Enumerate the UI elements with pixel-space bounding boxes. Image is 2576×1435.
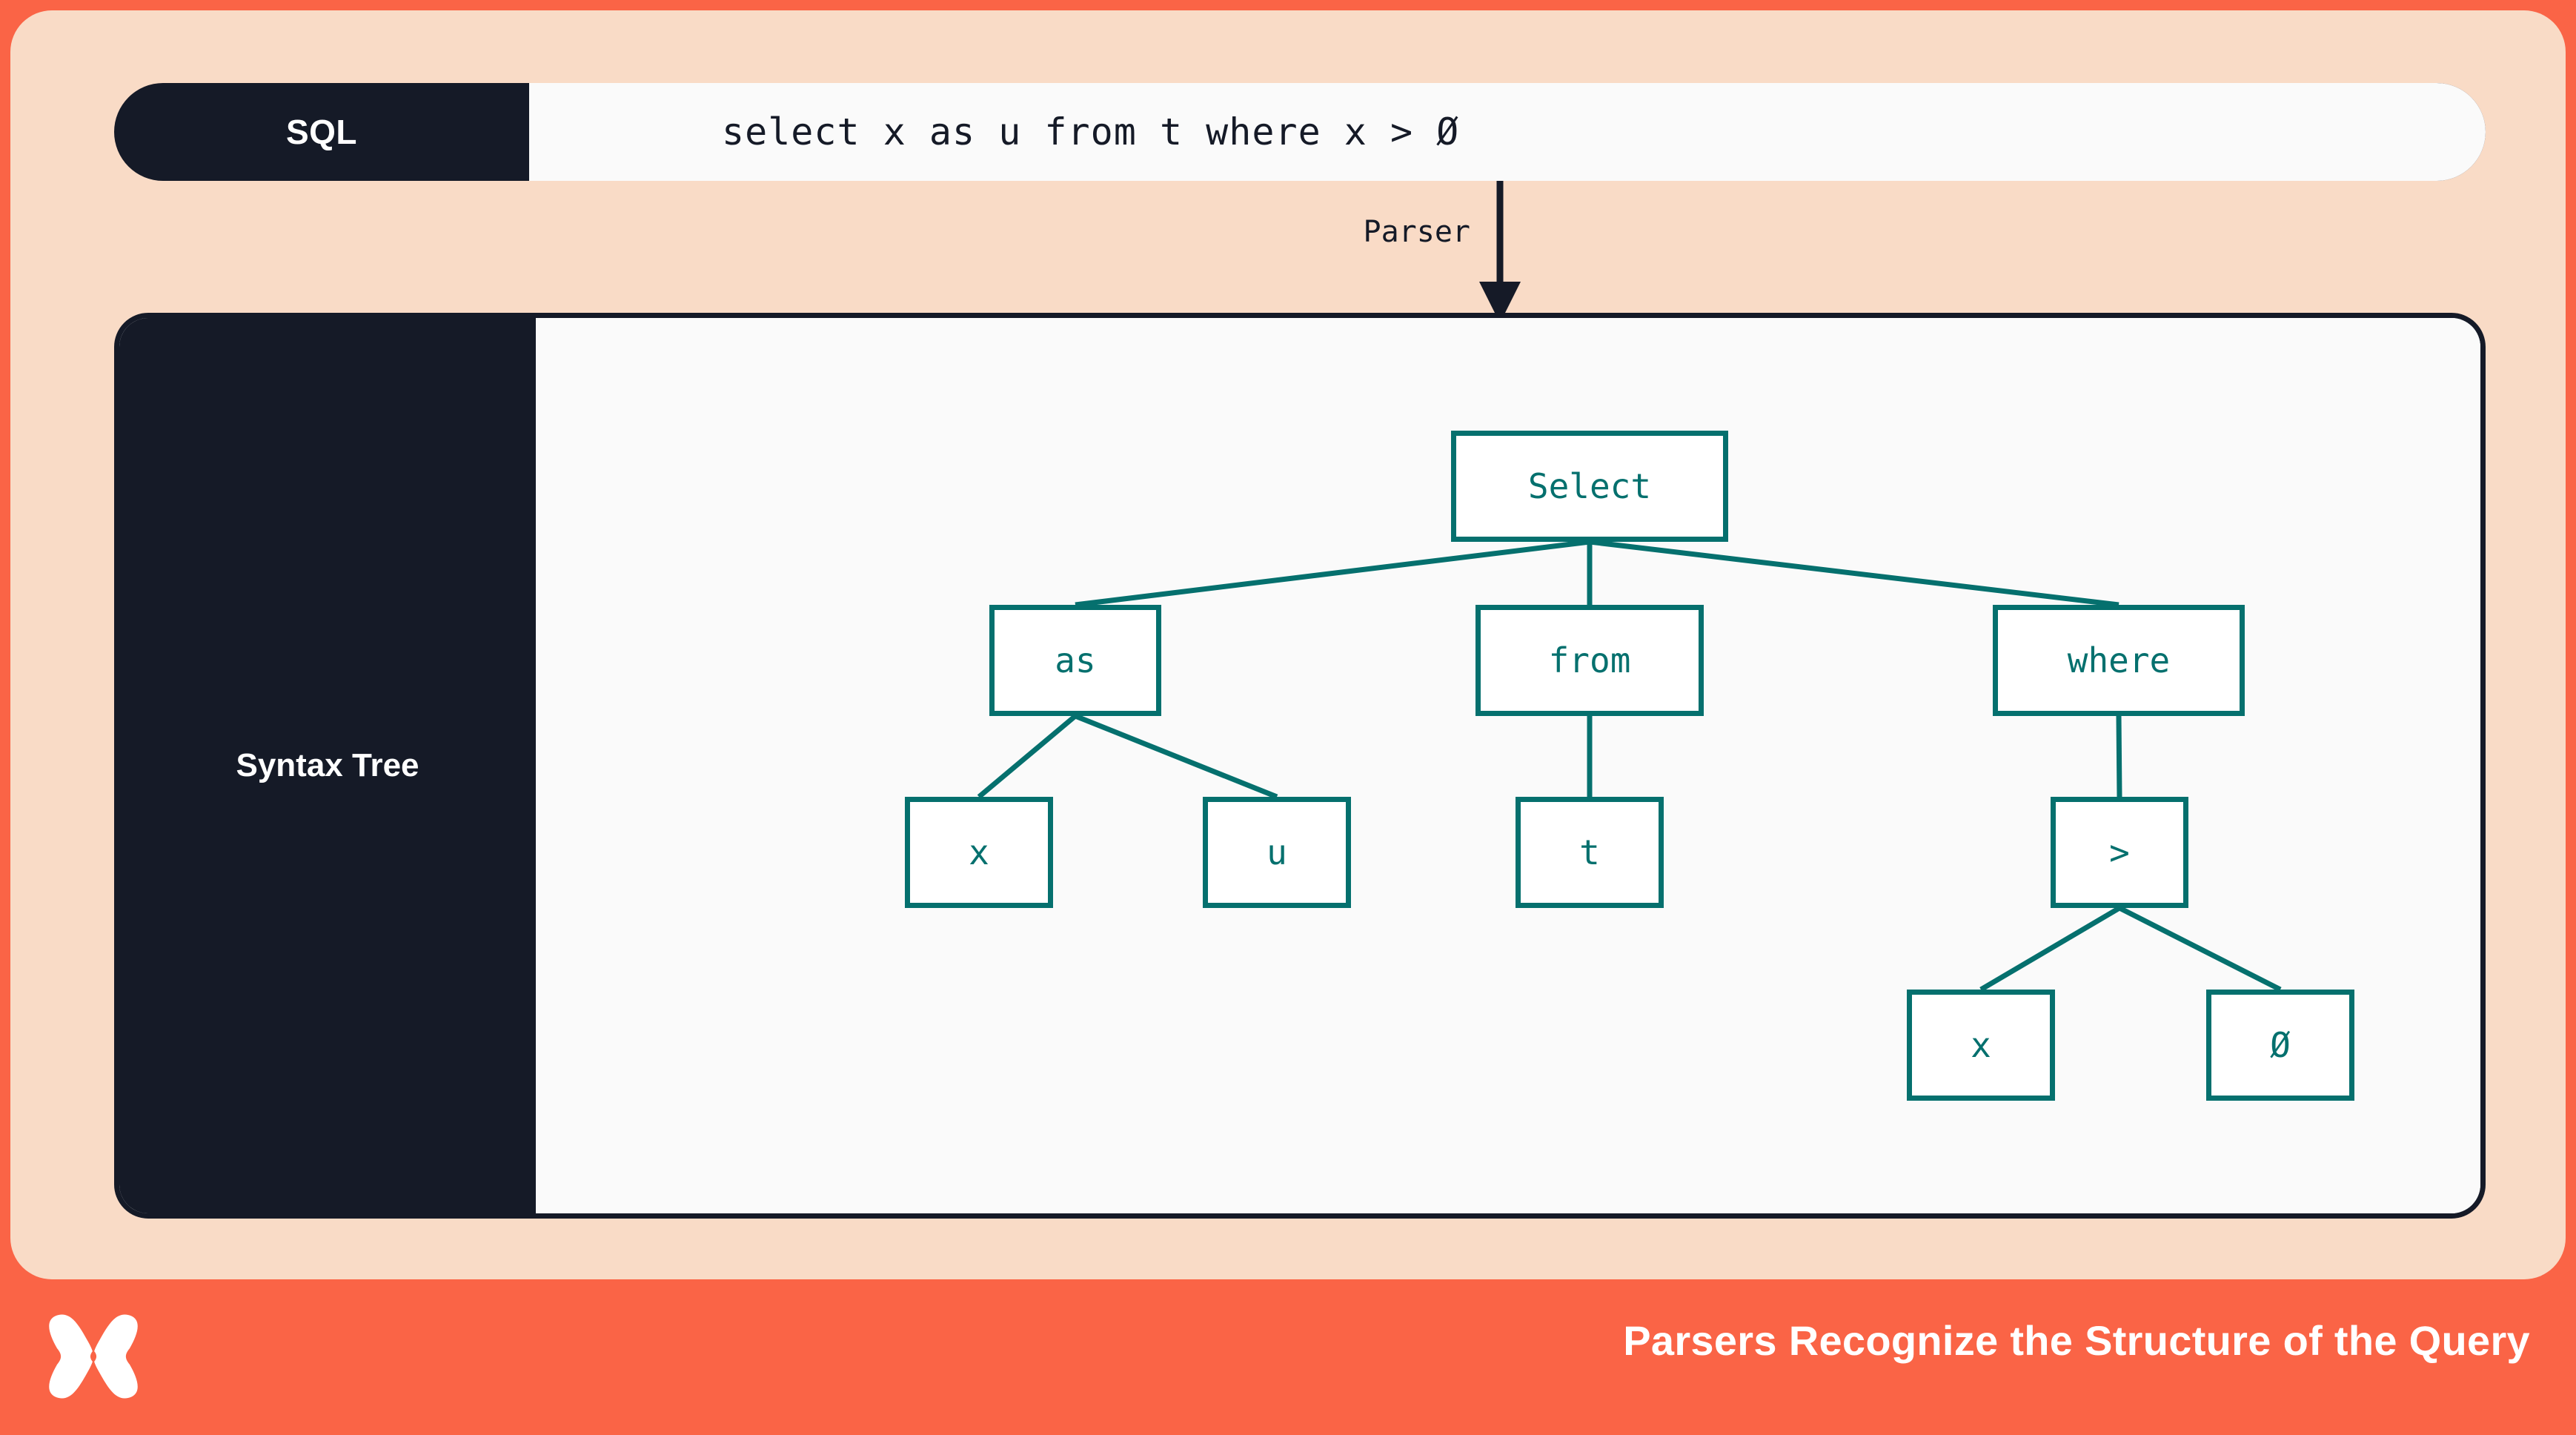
tree-node-label: x bbox=[1971, 1025, 1991, 1065]
tree-node-label: u bbox=[1267, 832, 1287, 872]
footer-bar: Parsers Recognize the Structure of the Q… bbox=[0, 1279, 2576, 1435]
tree-node-select[interactable]: Select bbox=[1451, 431, 1728, 542]
tree-node-gt[interactable]: > bbox=[2051, 797, 2188, 908]
tree-edge bbox=[1589, 539, 2119, 608]
sql-query-field[interactable]: select x as u from t where x > Ø bbox=[529, 83, 2486, 181]
tree-node-as-u[interactable]: u bbox=[1203, 797, 1351, 908]
content-panel: select x as u from t where x > Ø SQL Par… bbox=[10, 10, 2566, 1279]
tree-edge bbox=[1074, 713, 1278, 800]
tree-node-label: Ø bbox=[2270, 1025, 2291, 1065]
tree-node-gt-x[interactable]: x bbox=[1907, 990, 2055, 1101]
tree-node-label: from bbox=[1548, 640, 1631, 680]
syntax-tree-label: Syntax Tree bbox=[236, 747, 419, 783]
tree-edge bbox=[1075, 539, 1590, 608]
tree-edge bbox=[2118, 905, 2282, 992]
tree-edge bbox=[1979, 905, 2121, 992]
parser-transform-group: Parser bbox=[1285, 178, 1700, 323]
tree-node-gt-0[interactable]: Ø bbox=[2206, 990, 2354, 1101]
tree-edges bbox=[977, 539, 2282, 992]
sql-input-row: select x as u from t where x > Ø SQL bbox=[114, 83, 2486, 181]
tree-node-label: where bbox=[2067, 640, 2171, 680]
tree-node-label: > bbox=[2109, 832, 2130, 872]
tree-node-label: Select bbox=[1527, 466, 1652, 506]
tree-edge bbox=[977, 714, 1078, 799]
sql-row-label: SQL bbox=[285, 113, 358, 151]
tree-node-label: t bbox=[1579, 832, 1600, 872]
footer-caption: Parsers Recognize the Structure of the Q… bbox=[1623, 1317, 2530, 1364]
tree-node-as[interactable]: as bbox=[989, 605, 1161, 716]
sql-query-text: select x as u from t where x > Ø bbox=[722, 110, 1460, 153]
tree-node-from[interactable]: from bbox=[1475, 605, 1704, 716]
tree-node-as-x[interactable]: x bbox=[905, 797, 1053, 908]
butterfly-x-logo-icon bbox=[49, 1314, 138, 1399]
syntax-tree-sidebar: Syntax Tree bbox=[119, 318, 536, 1213]
arrow-down-icon bbox=[1479, 178, 1521, 323]
tree-node-label: x bbox=[969, 832, 989, 872]
tree-node-label: as bbox=[1055, 640, 1096, 680]
parser-label: Parser bbox=[1363, 215, 1471, 249]
tree-node-from-t[interactable]: t bbox=[1516, 797, 1664, 908]
tree-node-where[interactable]: where bbox=[1993, 605, 2245, 716]
